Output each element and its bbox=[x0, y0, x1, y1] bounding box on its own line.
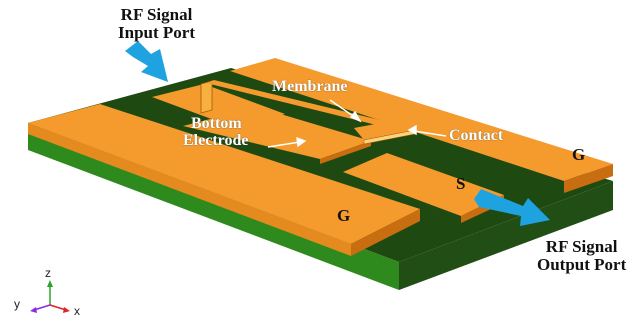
contact-pointer-head bbox=[407, 124, 417, 136]
rf-input-label: RF Signal Input Port bbox=[118, 6, 195, 42]
membrane-pointer bbox=[329, 99, 357, 119]
ground-line-bottom-front bbox=[28, 123, 351, 256]
contact-label: Contact bbox=[449, 127, 504, 144]
rf-input-label-line2: Input Port bbox=[118, 22, 195, 42]
axis-y-label: y bbox=[14, 297, 20, 311]
port-arrow-icon bbox=[474, 189, 550, 226]
membrane-tip bbox=[354, 119, 415, 140]
bottom-electrode-label: Bottom Electrode bbox=[183, 115, 249, 150]
bottom-electrode-side bbox=[320, 141, 371, 164]
signal-line-output-top bbox=[343, 153, 504, 216]
port-arrow-icon bbox=[125, 41, 168, 82]
ground-line-top-top bbox=[230, 58, 613, 181]
membrane-label: Membrane bbox=[272, 78, 348, 95]
ground-line-bottom-top bbox=[28, 104, 420, 244]
membrane-pointer-head bbox=[349, 110, 362, 123]
contact-pointer bbox=[413, 130, 447, 137]
ground-bottom-label: G bbox=[337, 206, 351, 225]
electrode-pointer bbox=[267, 141, 301, 148]
membrane-beam-top bbox=[206, 80, 417, 133]
bottom-electrode-top bbox=[183, 107, 371, 159]
rf-output-label-line1: RF Signal bbox=[545, 237, 618, 256]
signal-label: S bbox=[456, 174, 466, 193]
axis-z-label: z bbox=[45, 266, 51, 280]
bottom-electrode-label-line1: Bottom bbox=[191, 115, 242, 132]
bottom-electrode-label-line2: Electrode bbox=[183, 131, 249, 149]
axis-x-label: x bbox=[74, 304, 80, 318]
rf-output-label-line2: Output Port bbox=[537, 254, 627, 274]
electrode-pointer-head bbox=[296, 136, 307, 148]
substrate-side bbox=[399, 181, 613, 290]
ground-top-label: G bbox=[572, 145, 586, 164]
rf-output-label: RF Signal Output Port bbox=[537, 238, 626, 274]
axis-triad-icon bbox=[30, 280, 70, 313]
rf-input-label-line1: RF Signal bbox=[120, 5, 193, 24]
ground-line-bottom-side bbox=[351, 209, 420, 256]
membrane-anchor bbox=[200, 80, 213, 114]
ground-line-top-side bbox=[564, 164, 613, 193]
